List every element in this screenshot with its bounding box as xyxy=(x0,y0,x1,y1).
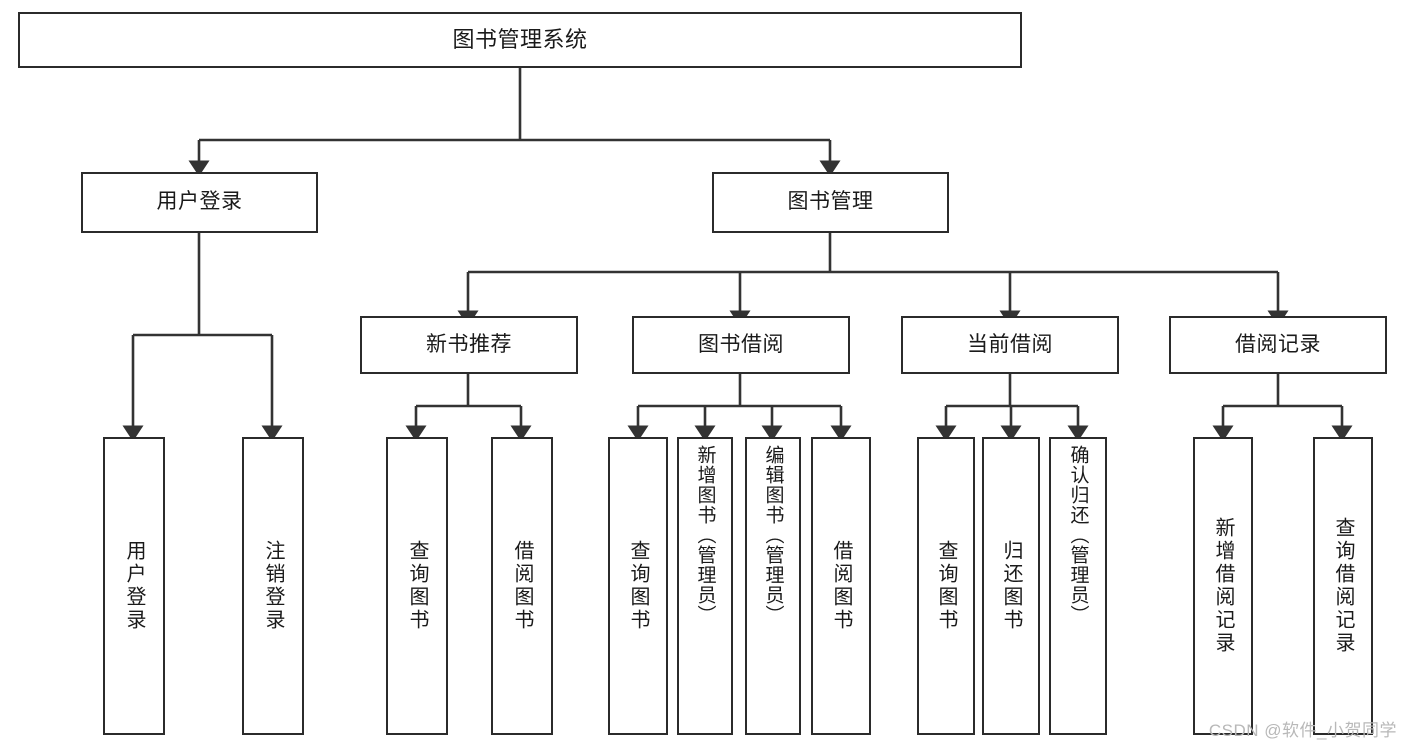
node-leaf-edit-book-admin[interactable]: 编辑图书（管理员） xyxy=(745,437,801,735)
node-label: 用户登录 xyxy=(156,190,243,214)
node-label: 图书借阅 xyxy=(698,332,784,356)
node-label: 确认归还（管理员） xyxy=(1067,445,1089,625)
node-leaf-add-borrow-record[interactable]: 新增借阅记录 xyxy=(1193,437,1253,735)
node-label: 查询图书 xyxy=(935,540,957,632)
node-label: 查询图书 xyxy=(627,540,649,632)
node-leaf-borrow-book-1[interactable]: 借阅图书 xyxy=(491,437,553,735)
node-label: 图书管理系统 xyxy=(452,27,588,53)
node-book-borrow[interactable]: 图书借阅 xyxy=(632,316,850,374)
node-label: 新增借阅记录 xyxy=(1212,517,1234,655)
node-label: 借阅图书 xyxy=(511,540,533,632)
csdn-watermark: CSDN @软件_小贺同学 xyxy=(1208,721,1397,740)
node-leaf-borrow-book-2[interactable]: 借阅图书 xyxy=(811,437,871,735)
node-label: 用户登录 xyxy=(123,540,145,632)
node-leaf-return-book[interactable]: 归还图书 xyxy=(982,437,1040,735)
node-label: 借阅图书 xyxy=(830,540,852,632)
node-leaf-user-login[interactable]: 用户登录 xyxy=(103,437,165,735)
node-leaf-query-book-3[interactable]: 查询图书 xyxy=(917,437,975,735)
node-label: 归还图书 xyxy=(1000,540,1022,632)
node-new-book-recommend[interactable]: 新书推荐 xyxy=(360,316,578,374)
node-leaf-confirm-return-admin[interactable]: 确认归还（管理员） xyxy=(1049,437,1107,735)
node-current-borrow[interactable]: 当前借阅 xyxy=(901,316,1119,374)
node-leaf-logout-login[interactable]: 注销登录 xyxy=(242,437,304,735)
node-borrow-record[interactable]: 借阅记录 xyxy=(1169,316,1387,374)
node-label: 注销登录 xyxy=(262,540,284,632)
node-label: 当前借阅 xyxy=(967,332,1053,356)
node-label: 图书管理 xyxy=(787,190,874,214)
node-leaf-query-book-2[interactable]: 查询图书 xyxy=(608,437,668,735)
node-leaf-add-book-admin[interactable]: 新增图书（管理员） xyxy=(677,437,733,735)
node-label: 查询借阅记录 xyxy=(1332,517,1354,655)
node-leaf-query-book-1[interactable]: 查询图书 xyxy=(386,437,448,735)
node-label: 查询图书 xyxy=(406,540,428,632)
node-leaf-query-borrow-record[interactable]: 查询借阅记录 xyxy=(1313,437,1373,735)
node-user-login[interactable]: 用户登录 xyxy=(81,172,318,233)
node-book-management[interactable]: 图书管理 xyxy=(712,172,949,233)
node-label: 新书推荐 xyxy=(426,332,512,356)
node-label: 借阅记录 xyxy=(1235,332,1321,356)
node-system-root[interactable]: 图书管理系统 xyxy=(18,12,1022,68)
node-label: 新增图书（管理员） xyxy=(694,445,716,625)
node-label: 编辑图书（管理员） xyxy=(762,445,784,625)
